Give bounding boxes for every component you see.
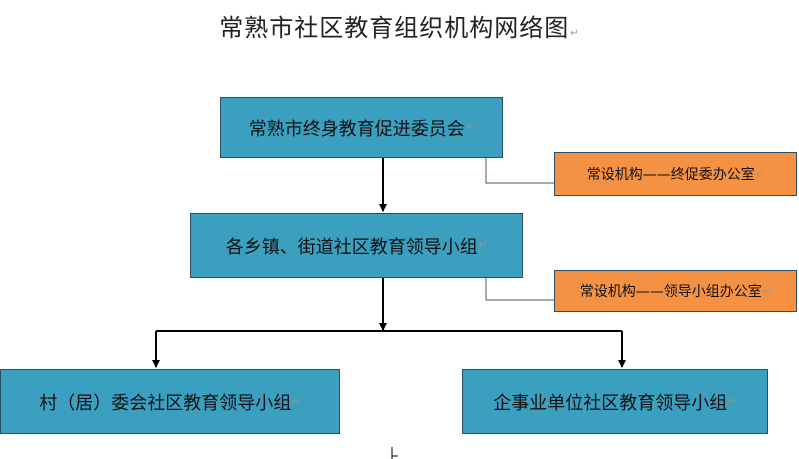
node-leading-group-office: 常设机构——领导小组办公室↵ xyxy=(554,270,797,312)
node-committee-office-label: 常设机构——终促委办公室 xyxy=(586,167,755,183)
node-enterprise-leading-group: 企事业单位社区教育领导小组↵ xyxy=(462,369,768,434)
node-town-leading-group-label: 各乡镇、街道社区教育领导小组 xyxy=(225,236,478,258)
node-enterprise-leading-group-label: 企事业单位社区教育领导小组 xyxy=(493,392,728,414)
node-promotion-committee-label: 常熟市终身教育促进委员会 xyxy=(248,118,465,140)
connector-middle-to-office xyxy=(485,278,554,301)
connector-top-to-office xyxy=(485,158,554,184)
paragraph-mark: ↵ xyxy=(570,28,580,39)
node-town-leading-group: 各乡镇、街道社区教育领导小组↵ xyxy=(190,213,523,278)
node-promotion-committee: 常熟市终身教育促进委员会↵ xyxy=(220,97,503,158)
node-village-leading-group: 村（居）委会社区教育领导小组↵ xyxy=(0,369,340,434)
node-leading-group-office-label: 常设机构——领导小组办公室 xyxy=(579,284,762,300)
node-village-leading-group-label: 村（居）委会社区教育领导小组 xyxy=(39,392,292,414)
node-committee-office: 常设机构——终促委办公室↵ xyxy=(554,152,797,196)
diagram-title-text: 常熟市社区教育组织机构网络图 xyxy=(219,14,570,42)
diagram-title: 常熟市社区教育组织机构网络图↵ xyxy=(0,8,799,43)
